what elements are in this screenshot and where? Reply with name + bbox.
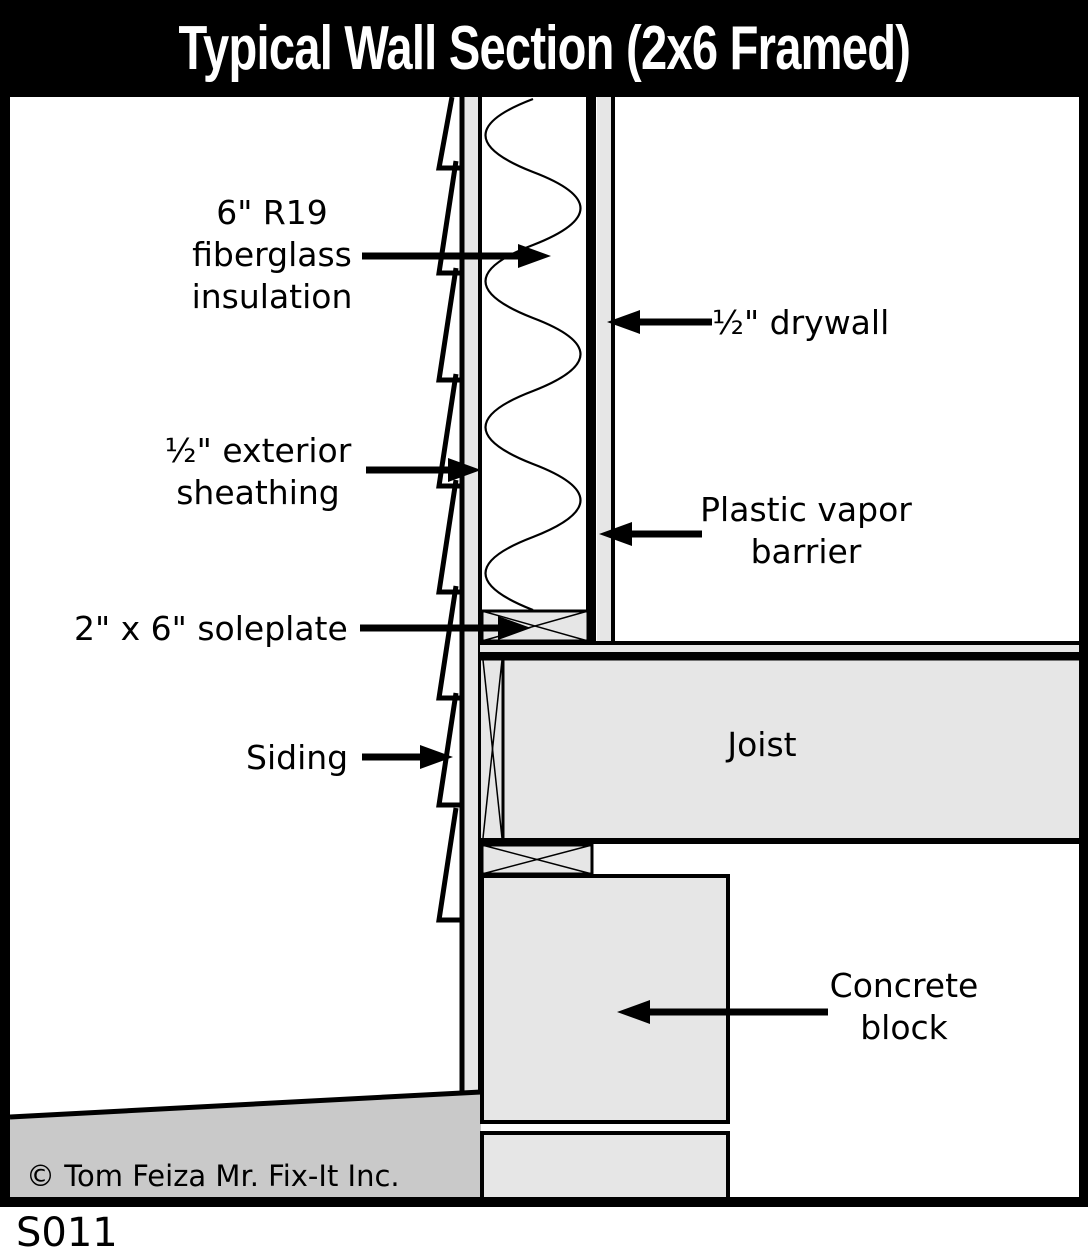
copyright-text: © Tom Feiza Mr. Fix-It Inc. <box>26 1159 400 1193</box>
joist-fill <box>481 658 1080 838</box>
insulation-arrowhead <box>518 244 551 268</box>
sheathing-fill <box>464 97 479 1095</box>
siding-profile <box>436 96 461 923</box>
vapor-barrier-label-line2: barrier <box>751 532 862 571</box>
concrete-block-arrowhead <box>617 1000 650 1024</box>
block-course-upper <box>480 874 730 1124</box>
siding-board <box>436 479 461 595</box>
subfloor-fill <box>480 644 1080 653</box>
grade-fill <box>10 1092 481 1198</box>
siding-board <box>436 692 461 808</box>
frame-bottom <box>0 1197 1088 1207</box>
callout-arrowheads <box>420 244 650 1024</box>
drywall-layer <box>597 97 615 644</box>
vapor-barrier-layer <box>586 97 596 645</box>
callout-labels: 6" R19 fiberglass insulation ½" drywall … <box>74 193 978 1047</box>
vapor-barrier-label-line1: Plastic vapor <box>700 490 912 529</box>
drywall-fill <box>597 97 611 643</box>
frame-left <box>0 97 10 1207</box>
callout-arrows <box>360 252 828 1016</box>
sill-plate-block <box>480 843 594 876</box>
insulation-label-line3: insulation <box>192 277 353 316</box>
joist-label: Joist <box>725 725 796 764</box>
siding-board <box>436 267 461 383</box>
drywall-arrowhead <box>607 310 640 334</box>
concrete-block <box>480 874 730 1201</box>
siding-arrowhead <box>420 745 453 769</box>
diagram-frame <box>0 97 1088 1207</box>
rim-joist-x2 <box>482 659 503 839</box>
title-banner: Typical Wall Section (2x6 Framed) <box>0 0 1088 97</box>
vapor-barrier-arrowhead <box>599 522 632 546</box>
subfloor-band <box>480 641 1080 656</box>
drywall-label: ½" drywall <box>712 303 889 342</box>
concrete-block-label-line1: Concrete <box>830 966 979 1005</box>
siding-board <box>436 585 461 701</box>
sheathing-label-line1: ½" exterior <box>165 431 352 470</box>
frame-right <box>1079 97 1088 1207</box>
diagram-title: Typical Wall Section (2x6 Framed) <box>178 14 910 83</box>
block-course-lower <box>480 1131 730 1201</box>
sheathing-arrowhead <box>448 458 481 482</box>
drawing-code: S011 <box>16 1210 118 1252</box>
insulation-label-line2: fiberglass <box>192 235 352 274</box>
soleplate-label: 2" x 6" soleplate <box>74 609 348 648</box>
sheathing-layer <box>459 97 482 1096</box>
siding-label: Siding <box>246 738 348 777</box>
concrete-block-label-line2: block <box>860 1008 948 1047</box>
soleplate-arrowhead <box>498 616 531 640</box>
sill-plate-x2 <box>481 844 593 875</box>
grade-line <box>9 1089 482 1120</box>
siding-board <box>436 96 461 171</box>
insulation-batt-symbol <box>484 97 582 612</box>
grade-ground <box>9 1089 482 1198</box>
joist-band <box>480 655 1080 844</box>
insulation-label-line1: 6" R19 <box>216 193 328 232</box>
siding-board <box>436 807 461 923</box>
sheathing-label-line2: sheathing <box>176 473 340 512</box>
